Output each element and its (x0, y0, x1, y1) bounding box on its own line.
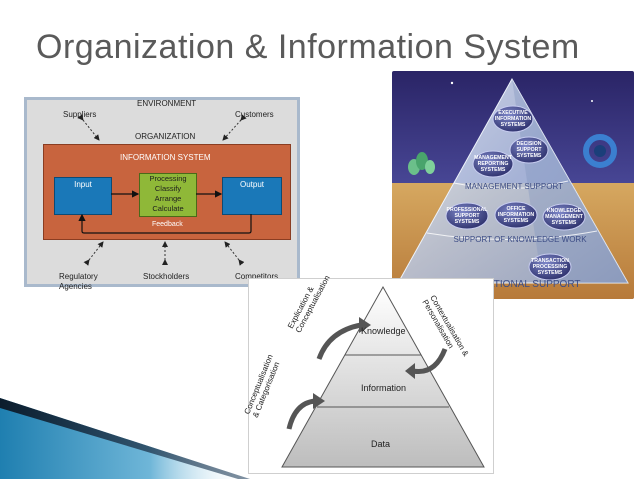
customers-label: Customers (235, 110, 274, 119)
ps-knowledge-1: KNOWLEDGE (547, 208, 582, 214)
flow-arrows (78, 190, 252, 234)
ps-transaction-2: PROCESSING (533, 264, 568, 270)
output-label: Output (239, 180, 264, 189)
data-label: Data (371, 439, 391, 449)
ps-office-2: INFORMATION (498, 212, 534, 218)
ps-executive-1: EXECUTIVE (498, 110, 528, 116)
arrange-label: Arrange (154, 194, 182, 203)
ps-office-3: SYSTEMS (504, 218, 529, 224)
knowledge-pyramid-shape (281, 285, 485, 468)
knowledge-pyramid-diagram: Knowledge Information Data Explication &… (243, 274, 494, 474)
competitors-label: Competitors (235, 272, 279, 281)
processing-label: Processing (149, 174, 187, 183)
ps-executive-3: SYSTEMS (501, 122, 526, 128)
ps-knowledge-2: MANAGEMENT (545, 214, 584, 220)
knowledge-label: Knowledge (361, 326, 406, 336)
classify-label: Classify (154, 184, 182, 193)
ps-executive-2: INFORMATION (495, 116, 531, 122)
calculate-label: Calculate (152, 204, 184, 213)
regulatory-line2: Agencies (59, 282, 92, 291)
ps-decision-1: DECISION (516, 141, 541, 147)
ps-professional-2: SUPPORT (454, 213, 480, 219)
stockholders-label: Stockholders (143, 272, 190, 281)
ps-management-support: MANAGEMENT SUPPORT (465, 182, 563, 191)
ps-mgmt-reporting-3: SYSTEMS (481, 167, 506, 173)
crystal-ornament (408, 152, 435, 175)
information-system-box: INFORMATION SYSTEM Input Processing Clas… (43, 144, 291, 240)
ps-transaction-1: TRANSACTION (531, 258, 569, 264)
environment-arrows (77, 114, 247, 266)
feedback-label: Feedback (152, 221, 183, 228)
ring-ornament (583, 134, 617, 168)
information-system-label: INFORMATION SYSTEM (120, 153, 211, 162)
ps-mgmt-reporting-2: REPORTING (478, 161, 509, 167)
environment-label: ENVIRONMENT (137, 99, 197, 108)
slide-title: Organization & Information System (36, 28, 580, 66)
ps-professional-3: SYSTEMS (455, 219, 480, 225)
systems-pyramid-art: EXECUTIVE INFORMATION SYSTEMS DECISION S… (392, 71, 634, 299)
processing-box: Processing Classify Arrange Calculate (139, 173, 197, 217)
ps-professional-1: PROFESSIONAL (447, 207, 489, 213)
regulatory-line1: Regulatory (59, 272, 98, 281)
environment-diagram: ENVIRONMENT Suppliers Customers ORGANIZA… (24, 97, 300, 291)
organization-label: ORGANIZATION (135, 132, 196, 141)
ps-transaction-3: SYSTEMS (538, 270, 563, 276)
systems-pyramid-image: EXECUTIVE INFORMATION SYSTEMS DECISION S… (392, 71, 634, 299)
ps-mgmt-reporting-1: MANAGEMENT (474, 155, 513, 161)
ps-knowledge-3: SYSTEMS (552, 220, 577, 226)
information-label: Information (361, 383, 407, 393)
ps-operational-support: OPERATIONAL SUPPORT (460, 279, 581, 290)
ps-office-1: OFFICE (506, 206, 526, 212)
output-box: Output (222, 177, 282, 215)
suppliers-label: Suppliers (63, 110, 97, 119)
input-label: Input (74, 180, 92, 189)
ps-decision-3: SYSTEMS (517, 153, 542, 159)
ps-decision-2: SUPPORT (516, 147, 542, 153)
regulatory-agencies-label: Regulatory Agencies (59, 272, 98, 291)
ps-support-knowledge-work: SUPPORT OF KNOWLEDGE WORK (453, 235, 587, 244)
